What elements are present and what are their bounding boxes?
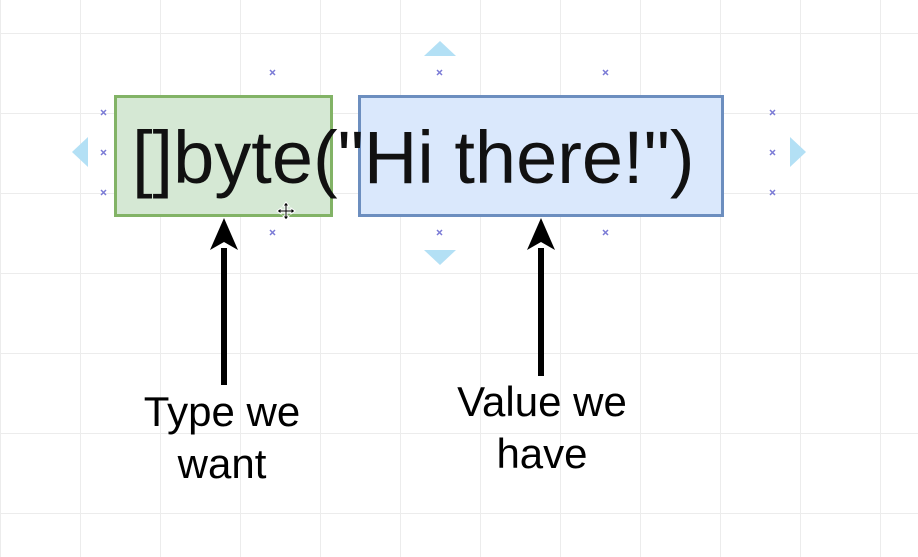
hover-arrow-up-icon[interactable] — [424, 41, 456, 56]
caption-value-line1: Value we — [457, 378, 627, 425]
open-paren: ( — [313, 116, 338, 199]
caption-value-line2: have — [496, 430, 588, 477]
conversion-expression: []byte("Hi there!") — [132, 108, 695, 208]
arrow-to-type[interactable] — [210, 218, 238, 385]
type-box[interactable] — [114, 95, 333, 217]
type-text: []byte — [132, 116, 313, 199]
caption-type-line1: Type we — [143, 388, 301, 435]
hover-arrow-right-icon[interactable] — [790, 137, 806, 167]
move-cursor-icon — [276, 201, 296, 221]
arrow-to-value[interactable] — [527, 218, 555, 376]
hover-arrow-left-icon[interactable] — [72, 137, 88, 167]
caption-value-we-have: Value we have — [432, 376, 652, 480]
value-box[interactable] — [358, 95, 724, 217]
value-text: "Hi there!" — [337, 116, 670, 199]
caption-type-line2: want — [177, 440, 267, 487]
close-paren: ) — [669, 116, 695, 199]
hover-arrow-down-icon[interactable] — [424, 250, 456, 265]
connection-handles[interactable] — [100, 69, 776, 236]
caption-type-we-want: Type we want — [122, 386, 322, 490]
